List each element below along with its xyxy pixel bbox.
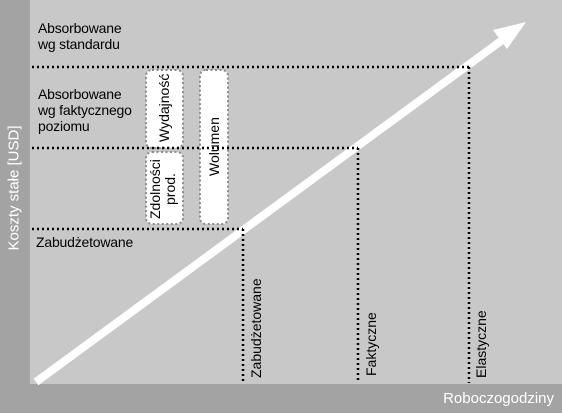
efficiency-variance-box: [145, 69, 184, 149]
absorption-arrow-line: [33, 34, 508, 386]
standard-level-label: Absorbowane wg standardu: [38, 20, 122, 52]
standard-level-label-line-2: wg standardu: [38, 36, 120, 52]
capacity-variance-box: [145, 151, 184, 225]
budgeted-level-label: Zabudżetowane: [36, 234, 134, 250]
capacity-variance-label-line-1: Zdolności: [147, 159, 163, 219]
budgeted-hours-label: Zabudżetowane: [248, 278, 264, 378]
standard-level-label-line-1: Absorbowane: [38, 20, 122, 36]
capacity-variance-label-line-2: prod.: [162, 173, 178, 205]
absorption-arrow-head: [493, 22, 526, 49]
actual-level-label-line-2: wg faktycznego: [38, 102, 132, 118]
volume-variance-label: Wolumen: [206, 117, 222, 176]
x-axis-label: Roboczogodziny: [443, 390, 554, 407]
flexible-hours-label: Elastyczne: [473, 310, 489, 378]
y-axis-label: Koszty stałe [USD]: [5, 125, 23, 251]
actual-hours-label: Faktyczne: [363, 312, 379, 376]
actual-level-label: Absorbowane wg faktycznego poziomu: [38, 86, 132, 134]
efficiency-variance-label: Wydajność: [156, 73, 172, 142]
actual-level-label-line-1: Absorbowane: [38, 86, 122, 102]
actual-level-label-line-3: poziomu: [38, 118, 90, 134]
capacity-variance-label: Zdolności prod.: [147, 159, 178, 219]
